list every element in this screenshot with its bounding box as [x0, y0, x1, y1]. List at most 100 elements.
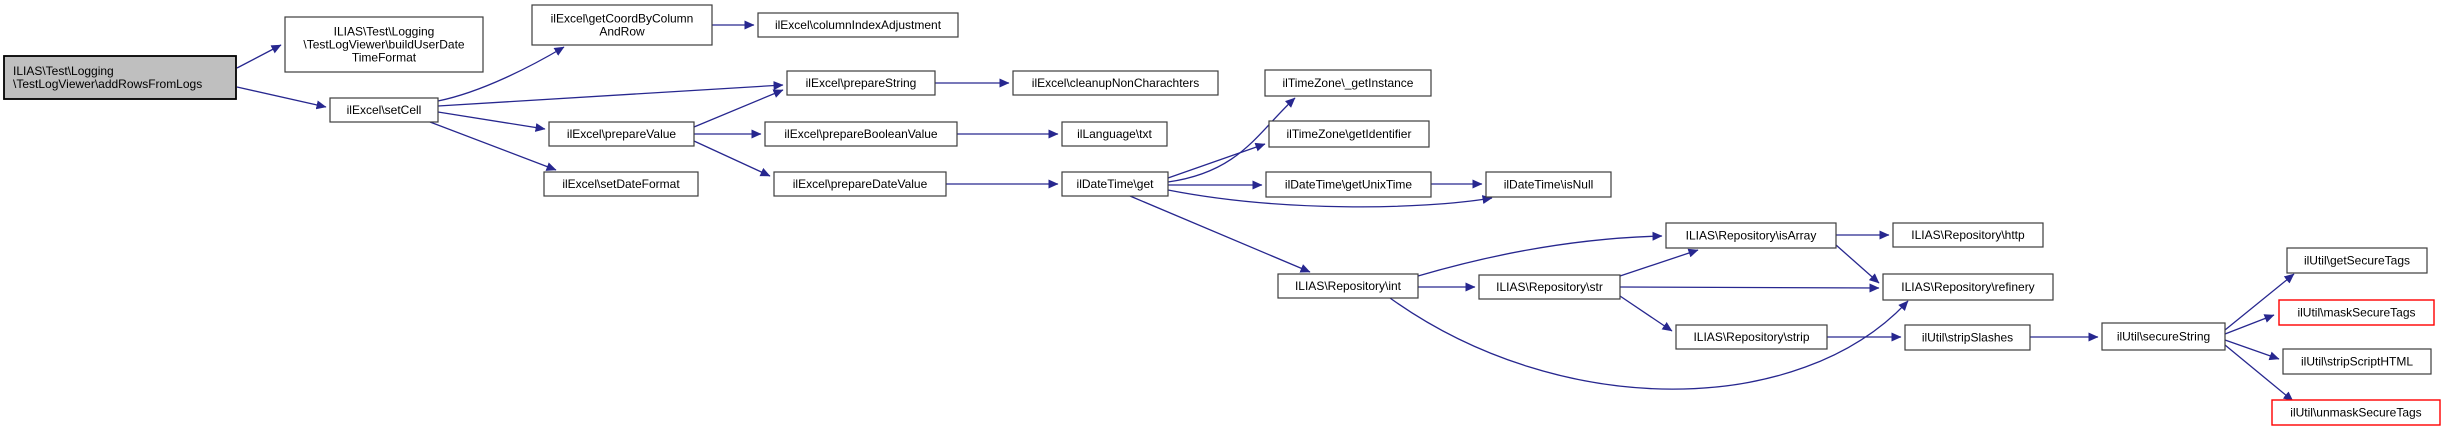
node-txt[interactable]: ilLanguage\txt: [1061, 121, 1168, 147]
node-isArray[interactable]: ILIAS\Repository\isArray: [1665, 222, 1837, 249]
node-box-http[interactable]: [1892, 222, 2044, 248]
node-label-prepareBooleanValue: ilExcel\prepareBooleanValue: [784, 127, 938, 141]
node-label-buildUserDateTimeFormat: ILIAS\Test\Logging\TestLogViewer\buildUs…: [303, 25, 465, 65]
node-box-addRowsFromLogs[interactable]: [3, 55, 237, 100]
node-getInstance[interactable]: ilTimeZone\_getInstance: [1264, 69, 1432, 97]
node-prepareBooleanValue[interactable]: ilExcel\prepareBooleanValue: [764, 121, 958, 147]
edge-setCell-to-prepareValue: [437, 111, 546, 132]
node-label-maskSecureTags: ilUtil\maskSecureTags: [2297, 306, 2415, 320]
edge-get-to-int: [1129, 195, 1311, 273]
node-box-getCoordByColumnAndRow[interactable]: [531, 4, 713, 46]
node-prepareValue[interactable]: ilExcel\prepareValue: [548, 121, 695, 147]
edge-get-to-isNull: [1167, 189, 1493, 208]
node-box-str[interactable]: [1478, 274, 1621, 300]
node-label-prepareValue: ilExcel\prepareValue: [567, 127, 676, 141]
node-maskSecureTags[interactable]: ilUtil\maskSecureTags: [2278, 299, 2435, 326]
node-setDateFormat[interactable]: ilExcel\setDateFormat: [543, 171, 699, 197]
node-prepareDateValue[interactable]: ilExcel\prepareDateValue: [773, 171, 947, 197]
node-box-prepareValue[interactable]: [548, 121, 695, 147]
node-box-getUnixTime[interactable]: [1265, 171, 1432, 198]
node-isNull[interactable]: ilDateTime\isNull: [1485, 171, 1612, 198]
edge-str-to-isArray: [1619, 248, 1699, 277]
node-box-unmaskSecureTags[interactable]: [2271, 399, 2441, 426]
node-box-secureString[interactable]: [2101, 322, 2226, 351]
node-label-isArray: ILIAS\Repository\isArray: [1686, 229, 1817, 243]
node-secureString[interactable]: ilUtil\secureString: [2101, 322, 2226, 351]
node-box-prepareBooleanValue[interactable]: [764, 121, 958, 147]
node-prepareString[interactable]: ilExcel\prepareString: [786, 70, 936, 96]
node-label-unmaskSecureTags: ilUtil\unmaskSecureTags: [2290, 406, 2421, 420]
node-box-strip[interactable]: [1675, 324, 1828, 350]
node-label-setCell: ilExcel\setCell: [347, 103, 422, 117]
node-label-http: ILIAS\Repository\http: [1911, 228, 2025, 242]
edge-int-to-isArray: [1417, 231, 1663, 277]
node-box-stripScriptHTML[interactable]: [2282, 348, 2432, 375]
node-label-getUnixTime: ilDateTime\getUnixTime: [1285, 178, 1412, 192]
node-box-getInstance[interactable]: [1264, 69, 1432, 97]
node-box-stripSlashes[interactable]: [1904, 324, 2031, 351]
node-label-cleanupNonCharachters: ilExcel\cleanupNonCharachters: [1032, 76, 1199, 90]
node-label-isNull: ilDateTime\isNull: [1504, 178, 1594, 192]
node-label-stripSlashes: ilUtil\stripSlashes: [1922, 331, 2013, 345]
node-box-get[interactable]: [1061, 171, 1169, 197]
node-box-txt[interactable]: [1061, 121, 1168, 147]
node-label-addRowsFromLogs: ILIAS\Test\Logging\TestLogViewer\addRows…: [13, 64, 202, 91]
node-box-maskSecureTags[interactable]: [2278, 299, 2435, 326]
edge-secureString-to-maskSecureTags: [2224, 314, 2275, 335]
node-label-columnIndexAdjustment: ilExcel\columnIndexAdjustment: [775, 18, 942, 32]
node-label-secureString: ilUtil\secureString: [2117, 330, 2210, 344]
node-int[interactable]: ILIAS\Repository\int: [1277, 273, 1419, 299]
node-str[interactable]: ILIAS\Repository\str: [1478, 274, 1621, 300]
edge-setCell-to-setDateFormat: [429, 121, 557, 171]
node-label-getInstance: ilTimeZone\_getInstance: [1283, 76, 1414, 90]
node-buildUserDateTimeFormat[interactable]: ILIAS\Test\Logging\TestLogViewer\buildUs…: [284, 16, 484, 73]
node-box-setCell[interactable]: [329, 97, 439, 123]
node-box-isNull[interactable]: [1485, 171, 1612, 198]
node-cleanupNonCharachters[interactable]: ilExcel\cleanupNonCharachters: [1012, 70, 1219, 96]
node-box-isArray[interactable]: [1665, 222, 1837, 249]
edge-secureString-to-unmaskSecureTags: [2224, 344, 2294, 402]
edge-prepareValue-to-prepareDateValue: [693, 140, 771, 177]
node-label-prepareDateValue: ilExcel\prepareDateValue: [793, 177, 928, 191]
node-strip[interactable]: ILIAS\Repository\strip: [1675, 324, 1828, 350]
edge-addRowsFromLogs-to-setCell: [236, 86, 327, 110]
node-getSecureTags[interactable]: ilUtil\getSecureTags: [2286, 247, 2428, 274]
node-box-columnIndexAdjustment[interactable]: [757, 12, 959, 38]
node-refinery[interactable]: ILIAS\Repository\refinery: [1882, 273, 2054, 301]
node-box-buildUserDateTimeFormat[interactable]: [284, 16, 484, 73]
node-stripScriptHTML[interactable]: ilUtil\stripScriptHTML: [2282, 348, 2432, 375]
node-label-strip: ILIAS\Repository\strip: [1693, 330, 1809, 344]
node-columnIndexAdjustment[interactable]: ilExcel\columnIndexAdjustment: [757, 12, 959, 38]
node-box-setDateFormat[interactable]: [543, 171, 699, 197]
node-label-stripScriptHTML: ilUtil\stripScriptHTML: [2301, 355, 2413, 369]
edge-isArray-to-refinery: [1835, 244, 1880, 284]
node-box-getIdentifier[interactable]: [1268, 120, 1430, 148]
edge-setCell-to-prepareString: [437, 81, 784, 107]
node-box-prepareString[interactable]: [786, 70, 936, 96]
node-label-get: ilDateTime\get: [1077, 177, 1155, 191]
edge-secureString-to-getSecureTags: [2224, 273, 2295, 331]
node-http[interactable]: ILIAS\Repository\http: [1892, 222, 2044, 248]
edge-prepareValue-to-prepareString: [693, 89, 784, 128]
edge-get-to-getInstance: [1167, 97, 1296, 183]
node-addRowsFromLogs[interactable]: ILIAS\Test\Logging\TestLogViewer\addRows…: [3, 55, 237, 100]
node-label-setDateFormat: ilExcel\setDateFormat: [562, 177, 680, 191]
node-unmaskSecureTags[interactable]: ilUtil\unmaskSecureTags: [2271, 399, 2441, 426]
node-box-cleanupNonCharachters[interactable]: [1012, 70, 1219, 96]
node-box-prepareDateValue[interactable]: [773, 171, 947, 197]
node-setCell[interactable]: ilExcel\setCell: [329, 97, 439, 123]
node-box-getSecureTags[interactable]: [2286, 247, 2428, 274]
node-stripSlashes[interactable]: ilUtil\stripSlashes: [1904, 324, 2031, 351]
node-getIdentifier[interactable]: ilTimeZone\getIdentifier: [1268, 120, 1430, 148]
node-label-prepareString: ilExcel\prepareString: [806, 76, 917, 90]
node-get[interactable]: ilDateTime\get: [1061, 171, 1169, 197]
node-box-refinery[interactable]: [1882, 273, 2054, 301]
node-label-getSecureTags: ilUtil\getSecureTags: [2304, 254, 2410, 268]
node-box-int[interactable]: [1277, 273, 1419, 299]
edge-str-to-refinery: [1619, 283, 1880, 293]
node-getUnixTime[interactable]: ilDateTime\getUnixTime: [1265, 171, 1432, 198]
node-label-getIdentifier: ilTimeZone\getIdentifier: [1287, 127, 1412, 141]
